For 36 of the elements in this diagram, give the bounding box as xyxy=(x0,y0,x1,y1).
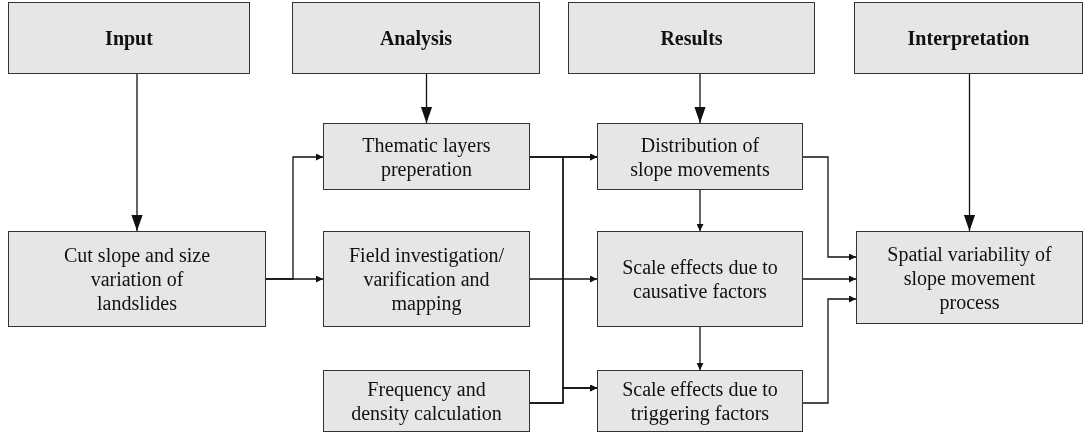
arrow xyxy=(963,73,976,232)
box-text: Distribution of slope movements xyxy=(629,132,771,181)
arrow xyxy=(696,326,704,371)
process-box xyxy=(856,231,1083,324)
process-box xyxy=(597,231,803,327)
header-text: Analysis xyxy=(379,26,453,50)
box-text: Cut slope and size variation of landslides xyxy=(62,243,212,315)
arrow xyxy=(131,73,143,232)
arrow xyxy=(694,73,706,124)
box-text: Field investigation/ varification and mapping xyxy=(348,243,505,315)
header-text: Input xyxy=(105,26,153,50)
process-box xyxy=(597,370,803,432)
arrow xyxy=(802,156,857,261)
header-box xyxy=(568,2,815,74)
box-text: Frequency and density calculation xyxy=(350,377,503,425)
header-box xyxy=(292,2,540,74)
header-box xyxy=(8,2,250,74)
header-text: Results xyxy=(660,26,723,50)
process-box xyxy=(8,231,266,327)
header-box xyxy=(854,2,1083,74)
box-text: Scale effects due to triggering factors xyxy=(621,377,779,425)
arrow xyxy=(802,295,857,404)
box-text: Spatial variability of slope movement process xyxy=(887,241,1052,314)
arrow xyxy=(420,73,433,124)
arrow xyxy=(529,275,598,283)
box-text: Thematic layers preperation xyxy=(361,132,492,181)
box-text: Scale effects due to causative factors xyxy=(621,255,779,303)
arrow xyxy=(802,275,857,283)
arrow xyxy=(696,189,704,232)
arrow xyxy=(529,384,598,404)
process-box xyxy=(323,370,530,432)
process-box xyxy=(323,123,530,190)
process-box xyxy=(323,231,530,327)
process-box xyxy=(597,123,803,190)
arrow xyxy=(265,275,324,283)
header-text: Interpretation xyxy=(907,26,1030,50)
